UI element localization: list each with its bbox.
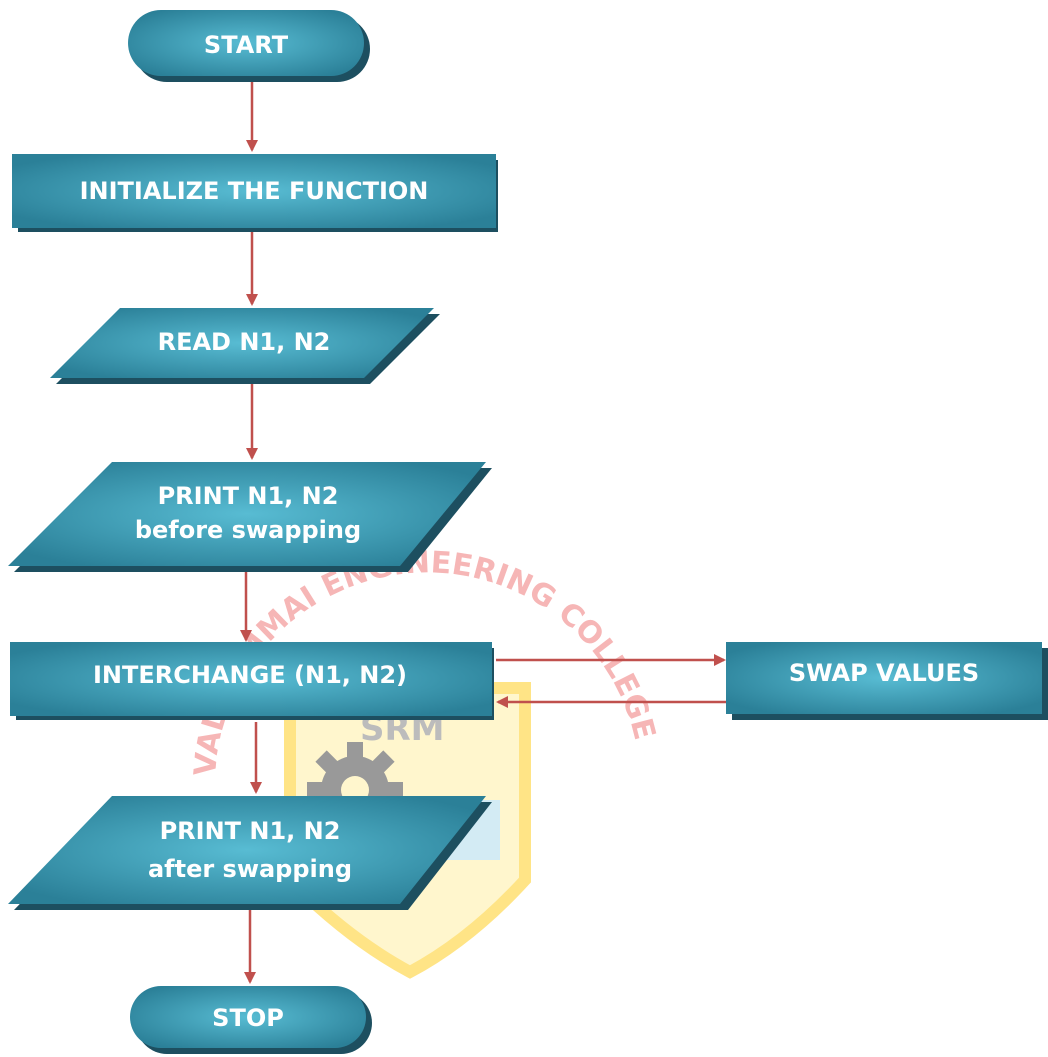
- print-after-line2: after swapping: [148, 855, 352, 883]
- connectors: [240, 82, 726, 984]
- print-before-line1: PRINT N1, N2: [158, 482, 339, 510]
- init-process: INITIALIZE THE FUNCTION: [12, 154, 498, 232]
- start-terminator: START: [128, 10, 370, 82]
- init-label: INITIALIZE THE FUNCTION: [80, 177, 429, 205]
- interchange-label: INTERCHANGE (N1, N2): [93, 661, 407, 689]
- stop-label: STOP: [212, 1004, 284, 1032]
- swap-process: SWAP VALUES: [726, 642, 1048, 720]
- print-before-line2: before swapping: [135, 516, 361, 544]
- read-label: READ N1, N2: [158, 328, 331, 356]
- interchange-process: INTERCHANGE (N1, N2): [10, 642, 494, 720]
- print-after-line1: PRINT N1, N2: [160, 817, 341, 845]
- read-io: READ N1, N2: [50, 308, 440, 384]
- start-label: START: [204, 31, 289, 59]
- print-before-io: PRINT N1, N2 before swapping: [8, 462, 492, 572]
- print-after-io: PRINT N1, N2 after swapping: [8, 796, 492, 910]
- swap-label: SWAP VALUES: [789, 659, 979, 687]
- stop-terminator: STOP: [130, 986, 372, 1054]
